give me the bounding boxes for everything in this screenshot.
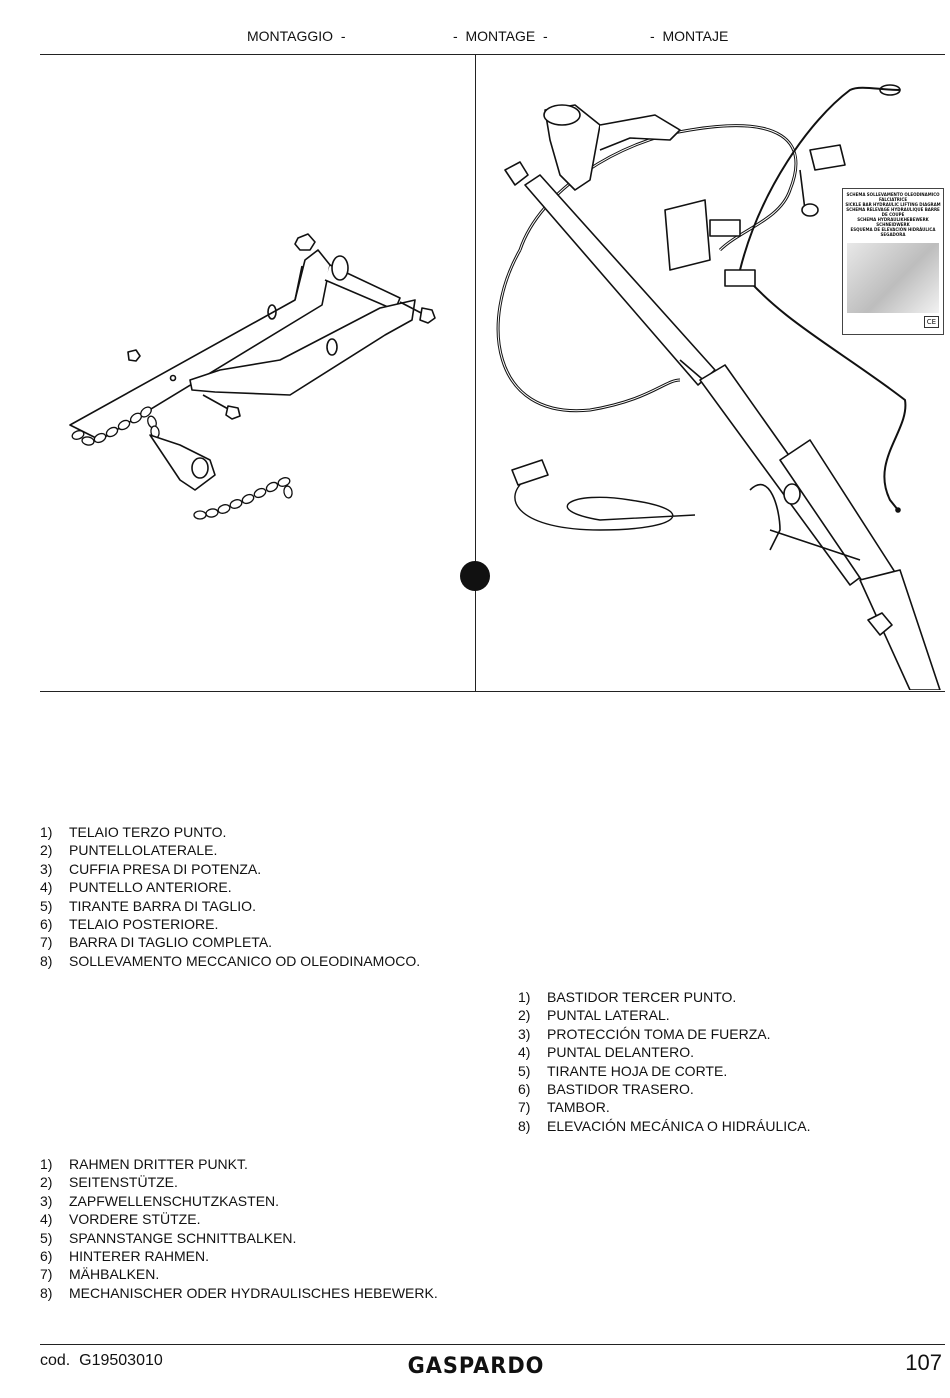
booklet-title-line: SCHEMA HYDRAULIKHEBEWERK SCHNEIDWERK — [857, 217, 929, 227]
hydraulic-diagram-booklet: SCHEMA SOLLEVAMENTO OLEODINAMICO FALCIAT… — [842, 188, 944, 335]
third-point-frame-illustration — [69, 233, 436, 520]
hydraulic-lift-illustration — [496, 84, 941, 690]
booklet-title-line: SCHEMA RELEVAGE HYDRAULIQUE BARRE DE COU… — [846, 207, 940, 217]
list-item: 8)ELEVACIÓN MECÁNICA O HIDRÁULICA. — [518, 1117, 811, 1134]
header-italian: MONTAGGIO - — [247, 28, 346, 44]
list-item: 3)PROTECCIÓN TOMA DE FUERZA. — [518, 1025, 771, 1042]
list-item: 6)HINTERER RAHMEN. — [40, 1248, 210, 1265]
list-item: 5)TIRANTE HOJA DE CORTE. — [518, 1062, 728, 1079]
list-item: 2)SEITENSTÜTZE. — [40, 1174, 178, 1191]
list-item: 6)TELAIO POSTERIORE. — [40, 916, 219, 933]
list-item: 1)RAHMEN DRITTER PUNKT. — [40, 1156, 248, 1172]
booklet-title-line: SCHEMA SOLLEVAMENTO OLEODINAMICO FALCIAT… — [846, 192, 940, 202]
list-item: 8)SOLLEVAMENTO MECCANICO OD OLEODINAMOCO… — [40, 952, 421, 969]
list-item: 5)SPANNSTANGE SCHNITTBALKEN. — [40, 1229, 297, 1246]
list-item: 1)TELAIO TERZO PUNTO. — [40, 824, 227, 840]
header-divider — [40, 54, 945, 55]
ce-mark: CE — [923, 316, 939, 328]
list-item: 7)BARRA DI TAGLIO COMPLETA. — [40, 934, 273, 951]
list-item: 4)VORDERE STÜTZE. — [40, 1211, 201, 1228]
page-header: MONTAGGIO - - MONTAGE - - MONTAJE — [0, 28, 950, 48]
figure-divider — [475, 54, 476, 692]
booklet-title-line: SICKLE BAR HYDRAULIC LIFTING DIAGRAM — [845, 202, 941, 207]
list-item: 7)MÄHBALKEN. — [40, 1266, 160, 1283]
list-item: 2)PUNTAL LATERAL. — [518, 1007, 670, 1024]
list-item: 2)PUNTELLOLATERALE. — [40, 842, 218, 859]
list-item: 6)BASTIDOR TRASERO. — [518, 1081, 694, 1098]
booklet-photo — [847, 243, 939, 313]
italian-parts-list: 1)TELAIO TERZO PUNTO. 2)PUNTELLOLATERALE… — [40, 823, 420, 970]
list-item: 4)PUNTAL DELANTERO. — [518, 1044, 695, 1061]
list-item: 3)ZAPFWELLENSCHUTZKASTEN. — [40, 1192, 280, 1209]
booklet-title-line: ESQUEMA DE ELEVACIÓN HIDRÁULICA SEGADORA — [850, 227, 936, 237]
page-number: 107 — [905, 1350, 942, 1375]
footer-divider — [40, 1344, 945, 1345]
list-item: 3)CUFFIA PRESA DI POTENZA. — [40, 860, 262, 877]
list-item: 7)TAMBOR. — [518, 1099, 610, 1116]
list-item: 5)TIRANTE BARRA DI TAGLIO. — [40, 897, 256, 914]
figure-bottom-divider — [40, 691, 945, 692]
divider-dot — [460, 561, 490, 591]
german-parts-list: 1)RAHMEN DRITTER PUNKT. 2)SEITENSTÜTZE. … — [40, 1155, 438, 1302]
list-item: 8)MECHANISCHER ODER HYDRAULISCHES HEBEWE… — [40, 1284, 438, 1301]
list-item: 1)BASTIDOR TERCER PUNTO. — [518, 989, 737, 1005]
header-spanish: - MONTAJE — [650, 28, 729, 44]
header-german: - MONTAGE - — [453, 28, 548, 44]
list-item: 4)PUNTELLO ANTERIORE. — [40, 879, 232, 896]
brand-logo: GASPARDO — [407, 1354, 545, 1379]
document-code: cod. G19503010 — [40, 1352, 163, 1369]
spanish-parts-list: 1)BASTIDOR TERCER PUNTO. 2)PUNTAL LATERA… — [518, 988, 810, 1135]
